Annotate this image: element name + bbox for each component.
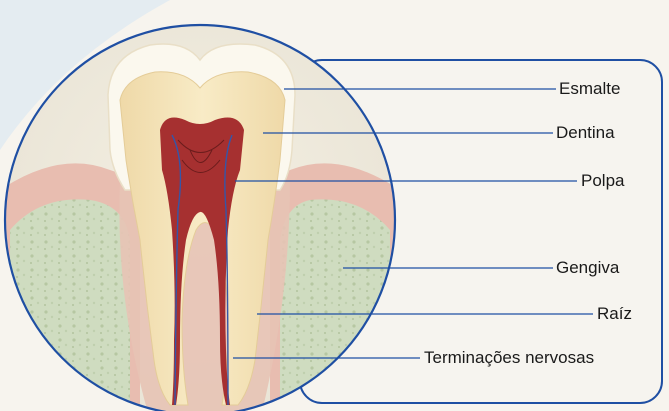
label-gum: Gengiva [556, 258, 619, 278]
label-enamel: Esmalte [559, 79, 620, 99]
label-dentin: Dentina [556, 123, 615, 143]
label-pulp: Polpa [581, 171, 624, 191]
label-root: Raíz [597, 304, 632, 324]
label-nerve-endings: Terminações nervosas [424, 348, 594, 368]
bone-left [10, 199, 130, 411]
